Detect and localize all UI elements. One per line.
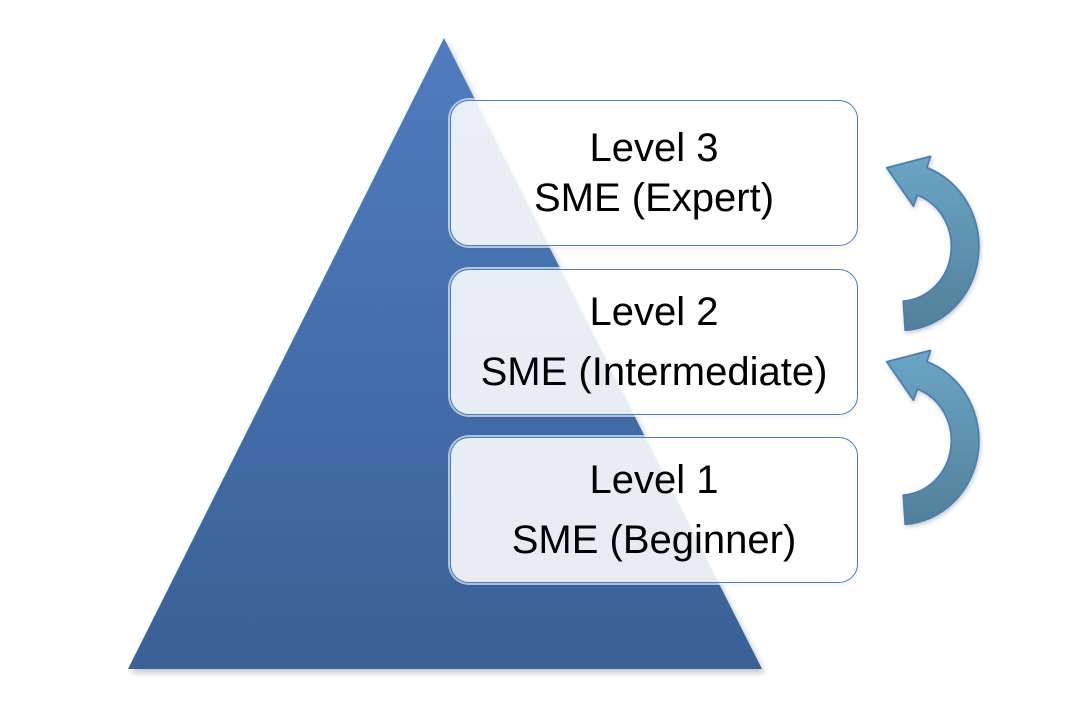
level-1-title: Level 1 <box>589 458 719 502</box>
level-3-title: Level 3 <box>589 126 719 170</box>
level-box-3: Level 3 SME (Expert) <box>450 100 858 246</box>
curved-up-arrow-icon <box>885 155 980 332</box>
curved-up-arrow-icon <box>885 349 980 526</box>
level-3-subtitle: SME (Expert) <box>533 176 775 220</box>
cycle-arrow-level2-to-level3 <box>885 155 980 332</box>
level-box-1: Level 1 SME (Beginner) <box>450 437 858 583</box>
level-1-subtitle: SME (Beginner) <box>511 518 797 562</box>
level-2-title: Level 2 <box>589 290 719 334</box>
level-box-2: Level 2 SME (Intermediate) <box>450 269 858 415</box>
level-2-subtitle: SME (Intermediate) <box>480 350 828 394</box>
cycle-arrow-level1-to-level2 <box>885 349 980 526</box>
